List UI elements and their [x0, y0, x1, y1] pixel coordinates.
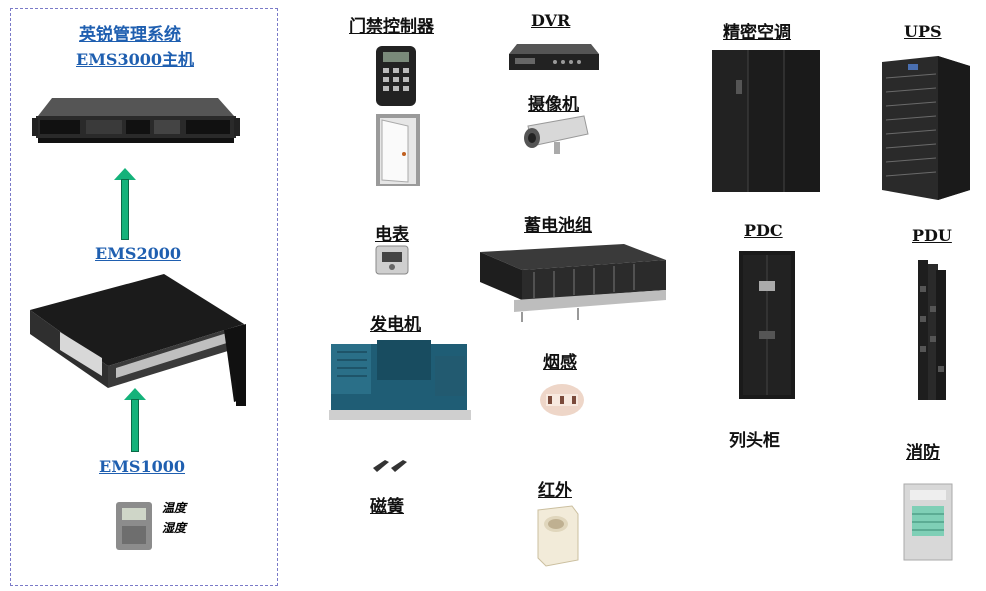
pdc-label: PDC: [744, 221, 783, 240]
arrow-up-icon: [114, 168, 136, 240]
precision-ac-label: 精密空调: [723, 23, 791, 43]
ups-image: [882, 56, 970, 200]
temp-humidity-sensor-image: [116, 502, 152, 550]
pdu-label: PDU: [912, 226, 952, 245]
dvr-image: [509, 44, 599, 70]
reed-switch-label: 磁簧: [370, 497, 404, 517]
reed-switch-image: [373, 460, 407, 472]
access-controller-label: 门禁控制器: [349, 17, 434, 37]
fire-label: 消防: [906, 443, 940, 463]
battery-label: 蓄电池组: [524, 216, 592, 236]
meter-label: 电表: [375, 225, 409, 245]
smoke-detector-label: 烟感: [543, 353, 577, 373]
generator-label: 发电机: [370, 315, 421, 335]
meter-image: [375, 245, 409, 275]
ups-label: UPS: [904, 22, 942, 41]
ems1000-label: EMS1000: [99, 457, 185, 476]
smoke-detector-image: [540, 384, 584, 416]
column-cabinet-label: 列头柜: [729, 431, 780, 451]
temperature-label: 温度: [162, 501, 187, 515]
infrared-label: 红外: [538, 481, 572, 501]
humidity-label: 湿度: [162, 521, 187, 535]
ems3000-server-image: [32, 98, 240, 143]
arrow-up-icon: [124, 388, 146, 452]
ems3000-label: EMS3000主机: [76, 50, 194, 69]
precision-ac-image: [712, 50, 820, 192]
dvr-label: DVR: [531, 11, 571, 30]
generator-image: [329, 340, 471, 420]
battery-bank-image: [480, 244, 666, 322]
ems-title: 英锐管理系统: [79, 25, 181, 45]
access-controller-image: [376, 46, 416, 106]
camera-label: 摄像机: [528, 95, 579, 115]
infrared-sensor-image: [537, 505, 579, 567]
camera-image: [524, 115, 589, 154]
pdc-cabinet-image: [739, 251, 795, 399]
fire-panel-image: [903, 483, 953, 561]
ems2000-label: EMS2000: [95, 244, 181, 263]
door-image: [376, 114, 420, 186]
pdu-image: [918, 260, 946, 400]
ems-system-box: [10, 8, 278, 586]
ems2000-device-image: [30, 274, 246, 406]
